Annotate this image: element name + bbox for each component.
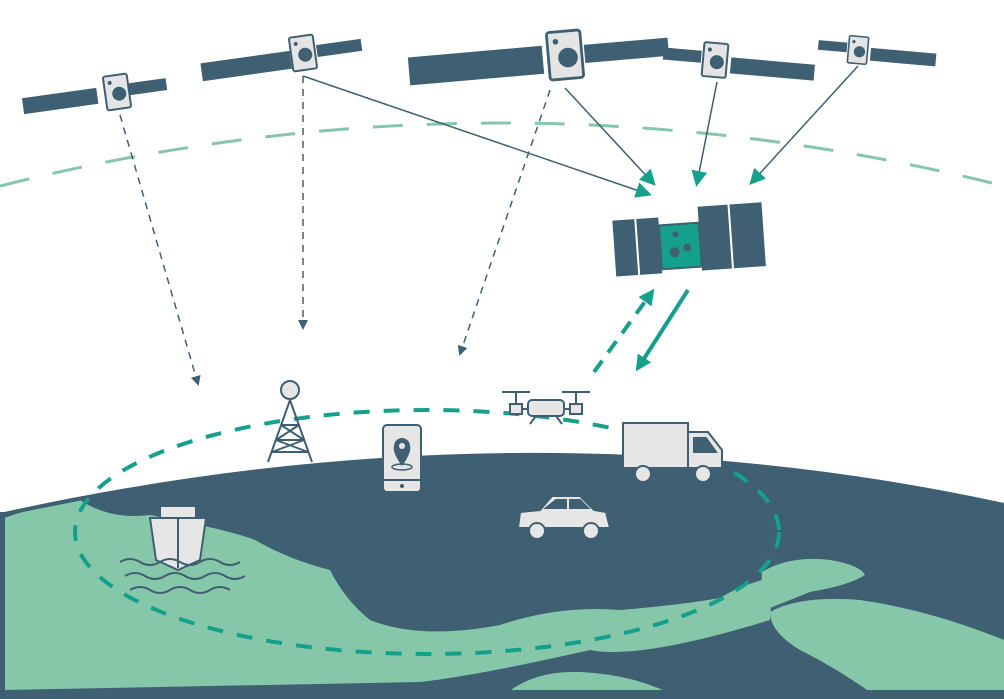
lake bbox=[650, 651, 741, 686]
uplink-arrow bbox=[592, 288, 655, 374]
phone-icon bbox=[382, 424, 422, 493]
satellite-icon bbox=[21, 72, 168, 115]
relay-satellite-icon bbox=[612, 202, 766, 277]
land-right bbox=[761, 558, 865, 608]
arrow-sat5-relay bbox=[749, 65, 859, 185]
upper-orbit-arc bbox=[0, 121, 1004, 188]
drone-icon bbox=[502, 391, 590, 425]
earth bbox=[0, 452, 1004, 699]
satellite-icon bbox=[200, 33, 363, 82]
arrow-sat3-relay bbox=[564, 87, 656, 186]
arrow-sat1-ground bbox=[119, 114, 201, 386]
downlink-arrow bbox=[635, 288, 690, 372]
ship-icon bbox=[119, 495, 246, 594]
car-icon bbox=[516, 495, 612, 540]
arrow-sat4-relay bbox=[691, 81, 718, 187]
land-bottom-right bbox=[770, 598, 1004, 699]
satellite-icon bbox=[407, 28, 670, 86]
arrow-sat2-relay bbox=[302, 75, 652, 198]
satellite-icon bbox=[662, 41, 815, 81]
signal-arrows bbox=[119, 65, 859, 386]
ground-orbit bbox=[73, 408, 781, 656]
satellite-icon bbox=[817, 34, 937, 67]
tower-icon bbox=[267, 380, 313, 463]
arrow-sat3-ground bbox=[457, 89, 551, 356]
truck-icon bbox=[622, 422, 723, 483]
